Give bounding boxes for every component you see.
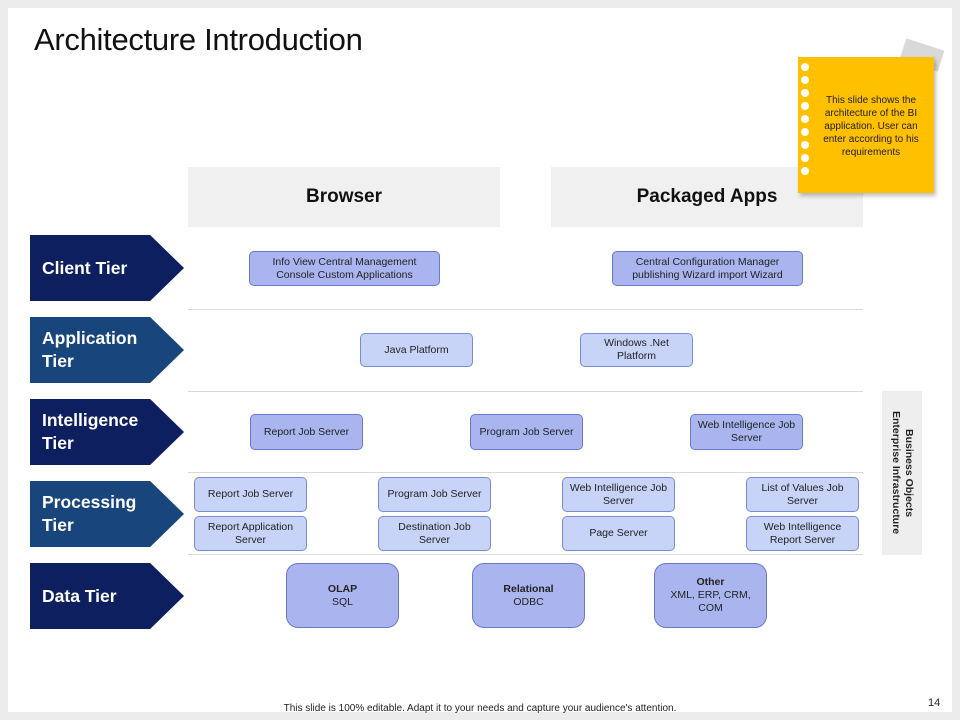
box-proc-program-job-server: Program Job Server xyxy=(378,477,491,512)
box-destination-job-server: Destination Job Server xyxy=(378,516,491,551)
box-dotnet-platform: Windows .Net Platform xyxy=(580,333,693,367)
row-divider xyxy=(188,472,863,473)
box-relational-subtitle: ODBC xyxy=(513,595,544,608)
box-program-job-server: Program Job Server xyxy=(470,414,583,450)
side-panel-infrastructure: Business Objects Enterprise Infrastructu… xyxy=(882,391,922,555)
row-divider xyxy=(188,391,863,392)
footer-text: This slide is 100% editable. Adapt it to… xyxy=(283,703,677,714)
row-divider xyxy=(188,309,863,310)
tier-data: Data Tier xyxy=(30,563,184,629)
box-other-subtitle: XML, ERP, CRM, COM xyxy=(670,589,751,614)
row-divider xyxy=(188,554,863,555)
slide-title: Architecture Introduction xyxy=(34,22,363,57)
box-report-application-server: Report Application Server xyxy=(194,516,307,551)
box-central-config-manager: Central Configuration Manager publishing… xyxy=(612,251,803,286)
tier-label: Data Tier xyxy=(42,585,117,606)
tier-client: Client Tier xyxy=(30,235,184,301)
box-other-title: Other xyxy=(696,576,725,588)
note-holes xyxy=(801,63,809,180)
tier-intelligence: Intelligence Tier xyxy=(30,399,184,465)
tier-label: Application Tier xyxy=(42,328,138,371)
box-java-platform: Java Platform xyxy=(360,333,473,367)
box-page-server: Page Server xyxy=(562,516,675,551)
box-infoview-cmc: Info View Central Management Console Cus… xyxy=(249,251,440,286)
side-panel-line2: Enterprise Infrastructure xyxy=(890,411,902,535)
tier-label: Processing Tier xyxy=(42,492,137,535)
box-report-job-server: Report Job Server xyxy=(250,414,363,450)
box-relational-title: Relational xyxy=(503,582,554,595)
sticky-note: This slide shows the architecture of the… xyxy=(798,57,934,193)
column-header-browser: Browser xyxy=(188,167,500,227)
tier-label: Intelligence Tier xyxy=(42,410,139,453)
box-list-of-values-job-server: List of Values Job Server xyxy=(746,477,859,512)
box-proc-report-job-server: Report Job Server xyxy=(194,477,307,512)
tier-label: Client Tier xyxy=(42,257,128,278)
side-panel-line1: Business Objects xyxy=(903,428,915,518)
side-panel-text: Business Objects Enterprise Infrastructu… xyxy=(889,411,915,534)
sticky-note-text: This slide shows the architecture of the… xyxy=(823,95,919,158)
page-number: 14 xyxy=(928,697,941,709)
tier-processing: Processing Tier xyxy=(30,481,184,547)
box-webi-report-server: Web Intelligence Report Server xyxy=(746,516,859,551)
box-olap-subtitle: SQL xyxy=(331,595,353,608)
tier-application: Application Tier xyxy=(30,317,184,383)
box-proc-webi-job-server: Web Intelligence Job Server xyxy=(562,477,675,512)
box-olap-title: OLAP xyxy=(327,582,358,595)
box-webi-job-server: Web Intelligence Job Server xyxy=(690,414,803,450)
